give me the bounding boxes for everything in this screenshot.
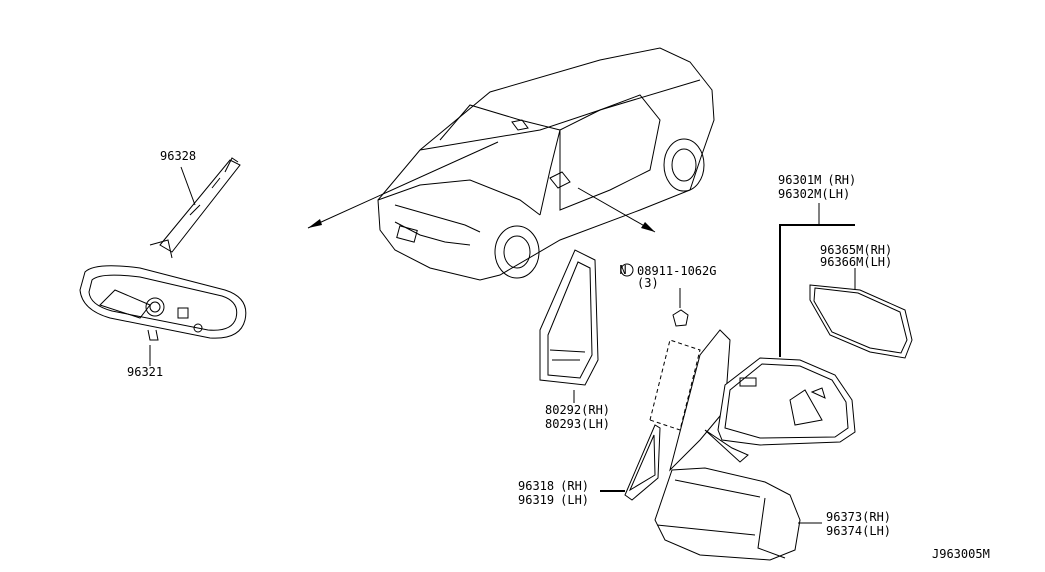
side-rh: (RH)	[581, 403, 610, 417]
part-label-96373: 96373	[826, 510, 862, 524]
circled-n-icon	[620, 263, 634, 277]
side-lh: (LH)	[862, 524, 891, 538]
side-lh: (LH)	[581, 417, 610, 431]
part-label-96366M: 96366M	[820, 255, 863, 269]
part-label-96302M-row: 96302M(LH)	[778, 187, 850, 201]
part-label-08911: 08911-1062G	[637, 264, 716, 278]
part-label-96318: 96318	[518, 479, 554, 493]
mirror-glass-96365M	[809, 268, 913, 359]
arrow-to-door-mirror	[577, 187, 656, 233]
part-label-96301M: 96301M	[778, 173, 821, 187]
side-rh: (RH)	[827, 173, 856, 187]
arrow-to-inside-mirror	[307, 141, 499, 229]
part-label-96319-row: 96319 (LH)	[518, 493, 589, 507]
part-label-96321: 96321	[127, 365, 163, 379]
side-rh: (RH)	[560, 479, 589, 493]
mirror-cover-96328	[149, 157, 241, 259]
side-lh: (LH)	[821, 187, 850, 201]
part-label-96318-row: 96318 (RH)	[518, 479, 589, 493]
side-rh: (RH)	[863, 243, 892, 257]
corner-garnish-80292	[539, 249, 599, 403]
door-mirror-assembly-96301M	[704, 203, 856, 463]
part-label-96373-row: 96373(RH)	[826, 510, 891, 524]
part-label-80292-row: 80292(RH)	[545, 403, 610, 417]
vehicle-illustration	[377, 47, 715, 281]
part-label-96366M-row: 96366M(LH)	[820, 255, 892, 269]
side-rh: (RH)	[862, 510, 891, 524]
part-label-96319: 96319	[518, 493, 554, 507]
part-label-96328: 96328	[160, 149, 196, 163]
seal-96318	[600, 424, 661, 501]
nut-symbol: N	[619, 263, 626, 277]
nut-08911	[620, 263, 689, 327]
diagram-code: J963005M	[932, 547, 990, 561]
side-lh: (LH)	[863, 255, 892, 269]
part-label-96374: 96374	[826, 524, 862, 538]
arrowhead	[308, 219, 322, 228]
mirror-base-plate	[669, 329, 731, 472]
nut-quantity: (3)	[637, 276, 659, 290]
part-label-96365M: 96365M	[820, 243, 863, 257]
dashed-mounting-guide	[649, 339, 701, 431]
part-label-96302M: 96302M	[778, 187, 821, 201]
mirror-cap-96373	[654, 467, 822, 561]
part-label-96365M-row: 96365M(RH)	[820, 243, 892, 257]
part-label-80293: 80293	[545, 417, 581, 431]
side-lh: (LH)	[560, 493, 589, 507]
part-label-80292: 80292	[545, 403, 581, 417]
part-label-96374-row: 96374(LH)	[826, 524, 891, 538]
inside-mirror-96321	[79, 265, 247, 366]
part-label-80293-row: 80293(LH)	[545, 417, 610, 431]
arrowhead	[641, 222, 655, 232]
part-label-96301M-row: 96301M (RH)	[778, 173, 856, 187]
